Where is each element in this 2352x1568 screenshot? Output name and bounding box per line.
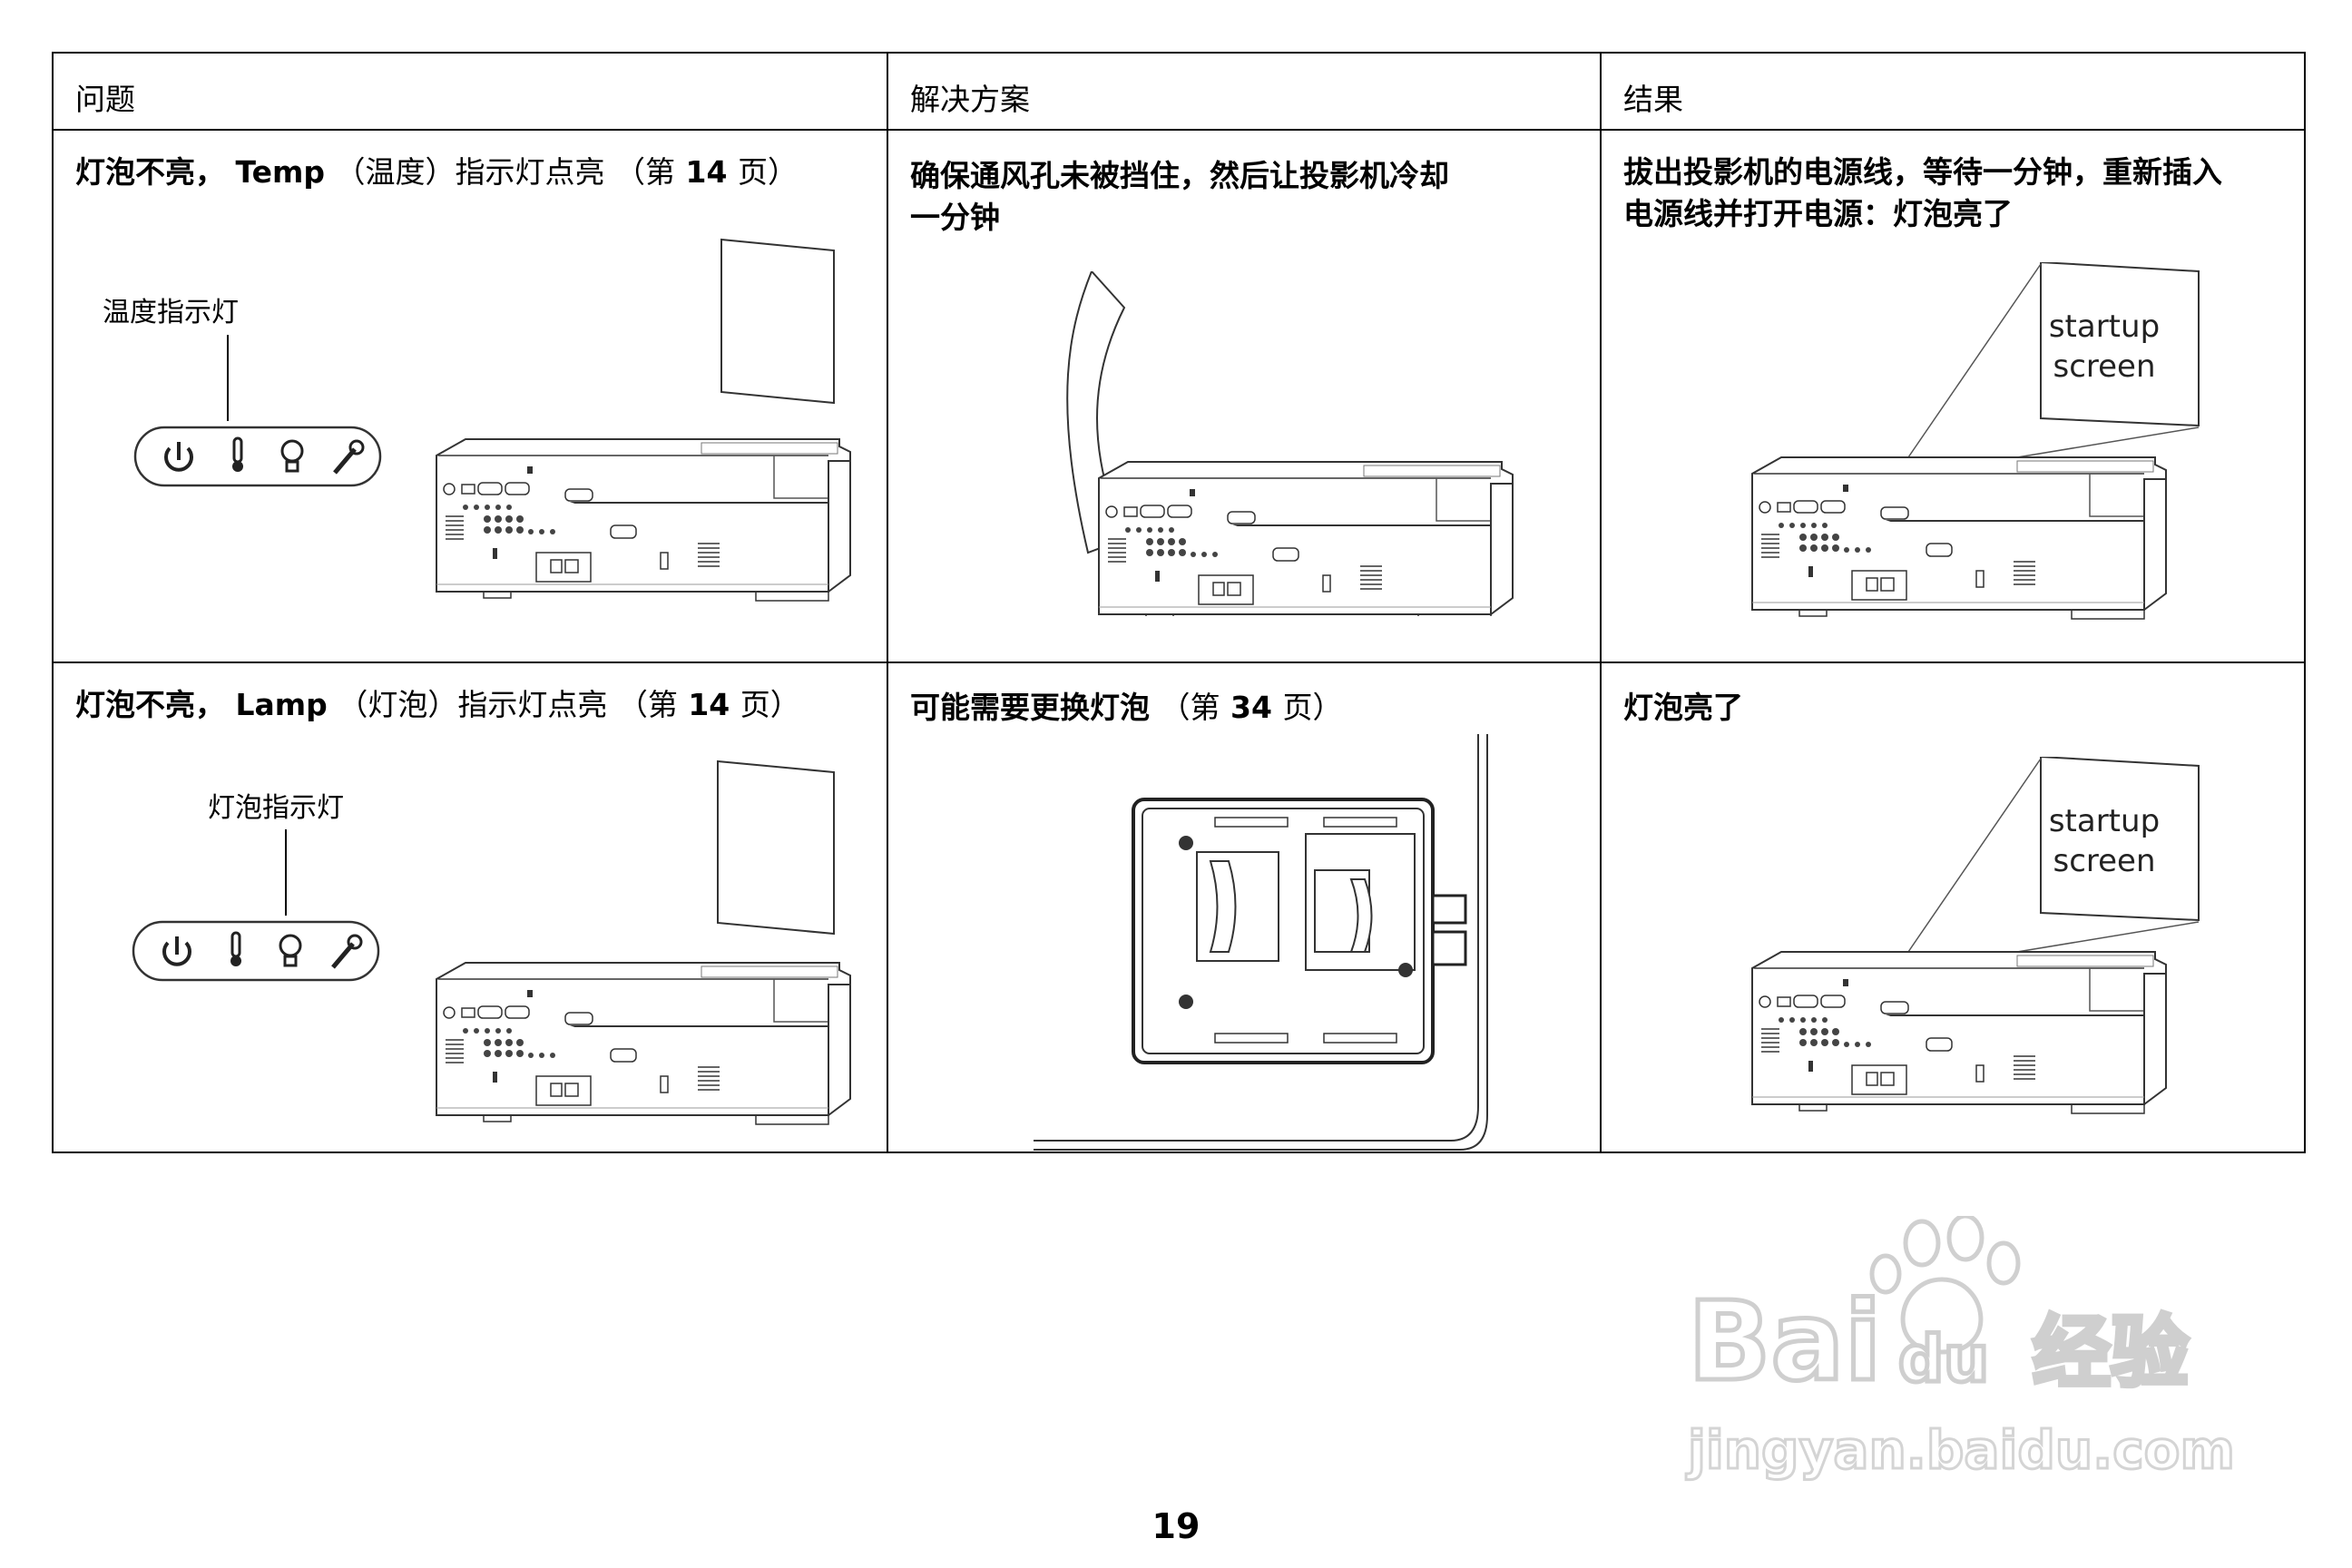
baidu-watermark: Bai du 经验 jingyan.baidu.com: [1685, 1216, 2232, 1483]
troubleshooting-table: 问题 解决方案 结果 灯泡不亮， Temp （温度）指示灯点亮 （第 14 页）…: [52, 52, 2306, 1153]
startup-screen-text: screen: [2053, 843, 2155, 879]
watermark-brand: du: [1898, 1322, 1989, 1396]
projector-illustration-row1-result: startup screen: [1751, 262, 2200, 620]
projector-illustration-row1-problem: [436, 238, 851, 602]
watermark-brand: Bai: [1688, 1279, 1882, 1406]
thermometer-icon: [230, 931, 241, 966]
row2-solution-text: 可能需要更换灯泡 （第 34 页）: [910, 690, 1343, 725]
power-icon: [164, 442, 193, 472]
startup-screen-text: startup: [2049, 309, 2160, 345]
startup-screen-text: screen: [2053, 348, 2155, 385]
paw-icon: [1869, 1216, 2021, 1355]
wrench-icon: [331, 934, 363, 969]
row1-problem-text: 灯泡不亮， Temp （温度）指示灯点亮 （第 14 页）: [75, 154, 798, 190]
row-divider: [54, 129, 2304, 131]
watermark-url: jingyan.baidu.com: [1686, 1419, 2232, 1481]
column-divider: [1600, 54, 1602, 1152]
row-divider: [54, 662, 2304, 663]
row1-solution-text: 确保通风孔未被挡住，然后让投影机冷却 一分钟: [910, 158, 1449, 235]
lightbulb-icon: [280, 439, 304, 473]
startup-screen-text: startup: [2049, 803, 2160, 839]
power-icon: [162, 936, 191, 966]
row2-result-text: 灯泡亮了: [1623, 690, 1743, 725]
lamp-light-callout: 灯泡指示灯: [208, 792, 344, 824]
projector-illustration-row2-problem: [436, 760, 851, 1125]
status-panel-lamp: [132, 829, 380, 982]
status-panel-temp: [133, 335, 382, 487]
page-number: 19: [1152, 1506, 1200, 1546]
thermometer-icon: [232, 436, 243, 472]
row2-problem-text: 灯泡不亮， Lamp （灯泡）指示灯点亮 （第 14 页）: [75, 687, 800, 722]
projector-illustration-row1-solution: [1066, 271, 1514, 616]
header-result: 结果: [1623, 82, 1683, 117]
header-problem: 问题: [75, 82, 135, 117]
row1-result-text: 拔出投影机的电源线，等待一分钟，重新插入 电源线并打开电源：灯泡亮了: [1623, 154, 2222, 231]
header-solution: 解决方案: [910, 82, 1030, 117]
lightbulb-icon: [279, 934, 302, 967]
temp-light-callout: 温度指示灯: [103, 297, 239, 328]
wrench-icon: [333, 439, 365, 475]
projector-illustration-row2-result: startup screen: [1751, 757, 2200, 1114]
lamp-module-illustration: [1034, 734, 1488, 1151]
column-divider: [887, 54, 888, 1152]
watermark-brand-cn: 经验: [2033, 1308, 2189, 1398]
